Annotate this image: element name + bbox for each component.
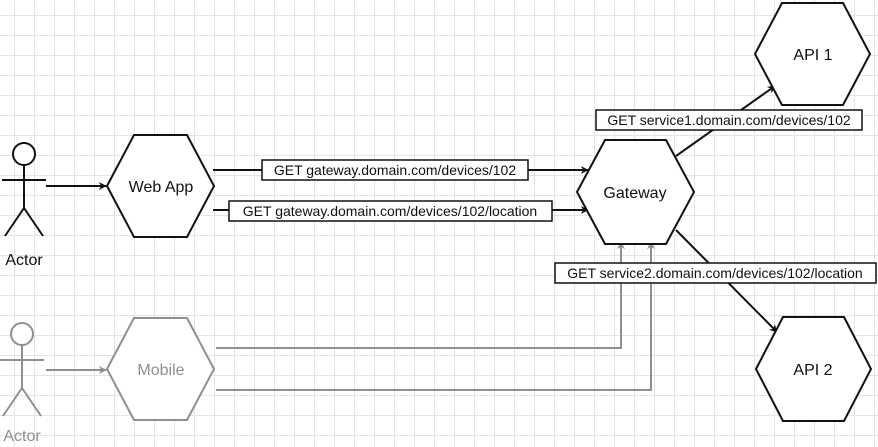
mobile-hexagon	[105, 317, 216, 421]
api1-hexagon	[753, 1, 872, 106]
web-app-label: Web App	[129, 179, 194, 196]
web-app-node[interactable]: Web App	[105, 134, 216, 238]
edge-label-webapp-gateway-location[interactable]: GET gateway.domain.com/devices/102/locat…	[228, 200, 553, 222]
edge-label-webapp-gateway-devices-text: GET gateway.domain.com/devices/102	[274, 162, 516, 178]
edge-label-webapp-gateway-location-text: GET gateway.domain.com/devices/102/locat…	[243, 203, 537, 219]
edge-label-gateway-api2[interactable]: GET service2.domain.com/devices/102/loca…	[554, 262, 877, 284]
edge-label-box	[554, 262, 877, 284]
api2-hexagon	[754, 316, 873, 422]
actor-secondary[interactable]: Actor	[0, 322, 44, 445]
mobile-to-gateway-connector-1	[216, 241, 625, 349]
api2-label: API 2	[793, 362, 832, 379]
gateway-hexagon	[575, 139, 696, 245]
edge-label-box	[261, 159, 529, 181]
mobile-label: Mobile	[137, 362, 184, 379]
edge-label-gateway-api2-text: GET service2.domain.com/devices/102/loca…	[567, 265, 862, 281]
edge-label-box	[595, 109, 863, 131]
web-app-hexagon	[105, 134, 216, 238]
actor-primary[interactable]: Actor	[2, 142, 46, 269]
gateway-node[interactable]: Gateway	[575, 139, 696, 245]
gateway-label: Gateway	[603, 185, 666, 202]
mobile-node[interactable]: Mobile	[105, 317, 216, 421]
actor-primary-label: Actor	[5, 252, 43, 269]
edge-label-gateway-api1[interactable]: GET service1.domain.com/devices/102	[595, 109, 863, 131]
edge-label-webapp-gateway-devices[interactable]: GET gateway.domain.com/devices/102	[261, 159, 529, 181]
edge-label-gateway-api1-text: GET service1.domain.com/devices/102	[607, 112, 851, 128]
api2-node[interactable]: API 2	[754, 316, 873, 422]
api1-label: API 1	[793, 47, 832, 64]
actor-stick-figure-icon	[2, 142, 46, 237]
actor-secondary-label: Actor	[3, 428, 41, 445]
edge-label-box	[228, 200, 553, 222]
api1-node[interactable]: API 1	[753, 1, 872, 106]
actor-stick-figure-icon	[0, 322, 44, 417]
mobile-to-gateway-connector-2	[216, 241, 655, 391]
